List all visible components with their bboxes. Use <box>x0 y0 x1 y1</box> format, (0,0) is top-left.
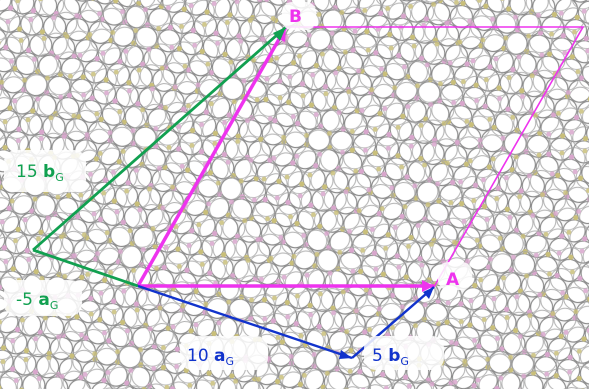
label-b-bg <box>282 2 316 30</box>
label-point-b: B <box>289 7 302 27</box>
label-5-bg: 5 bG <box>372 346 409 368</box>
arrowhead-a <box>422 280 434 292</box>
label-10a-bg <box>180 336 268 370</box>
vector-10-a <box>137 284 353 360</box>
label-a-bg <box>438 262 472 290</box>
label-point-a: A <box>446 270 460 290</box>
arrowhead-15b <box>273 27 286 41</box>
label-15-bg: 15 bG <box>16 162 64 184</box>
vector-15-b <box>32 25 287 252</box>
arrowhead-5b <box>423 287 434 299</box>
label-15b-bg <box>4 150 86 192</box>
supercell-outline-thin <box>286 26 585 288</box>
vector-minus5-a <box>32 248 139 288</box>
label-minus5-ag: -5 aG <box>16 290 58 312</box>
label-5b-bg <box>364 336 444 370</box>
arrowhead-10a <box>339 350 352 359</box>
label-10-ag: 10 aG <box>187 346 234 368</box>
supercell-edge-b <box>136 26 288 287</box>
label-m5a-bg <box>4 280 82 316</box>
